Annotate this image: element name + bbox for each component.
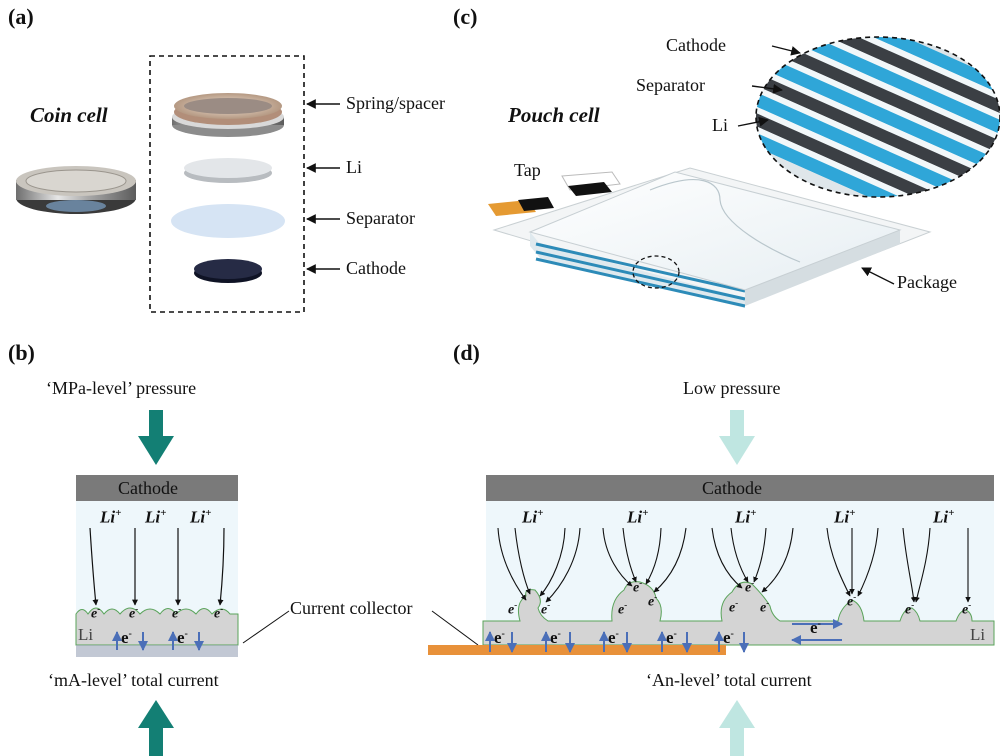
tap-label: Tap bbox=[514, 160, 541, 180]
b-collector-electron-2: e- bbox=[177, 628, 188, 647]
d-electron-3: e- bbox=[633, 578, 643, 596]
pouch-cell-title: Pouch cell bbox=[508, 103, 600, 127]
b-electron-3: e- bbox=[172, 604, 182, 622]
b-electron-2: e- bbox=[129, 604, 139, 622]
cathode-label: Cathode bbox=[346, 258, 406, 278]
d-collector-electron-1: e- bbox=[494, 628, 505, 647]
b-electron-1: e- bbox=[91, 604, 101, 622]
d-electron-4: e- bbox=[618, 600, 628, 618]
panel-label-c: (c) bbox=[453, 4, 478, 29]
zoom-ellipse bbox=[755, 36, 1000, 198]
d-lateral-electron: e- bbox=[810, 618, 821, 637]
b-current-label: ‘mA-level’ total current bbox=[48, 670, 219, 690]
d-electron-7: e- bbox=[729, 598, 739, 616]
d-current-arrow bbox=[719, 700, 755, 756]
separator-label: Separator bbox=[346, 208, 415, 228]
li-disk bbox=[184, 158, 272, 183]
panel-label-d: (d) bbox=[453, 340, 480, 365]
d-pressure-arrow bbox=[719, 410, 755, 465]
d-electron-10: e- bbox=[905, 600, 915, 618]
zoom-li-label: Li bbox=[712, 115, 728, 135]
b-electrolyte bbox=[76, 501, 238, 621]
d-collector-electron-2: e- bbox=[550, 628, 561, 647]
d-current-label: ‘An-level’ total current bbox=[646, 670, 812, 690]
b-cathode-bar bbox=[76, 475, 238, 501]
li-label: Li bbox=[346, 157, 362, 177]
d-electron-8: e- bbox=[760, 598, 770, 616]
b-cathode-label: Cathode bbox=[118, 478, 178, 498]
d-li-ion-3: Li+ bbox=[735, 507, 757, 527]
d-li-ion-4: Li+ bbox=[834, 507, 856, 527]
d-electron-1: e- bbox=[508, 600, 518, 618]
d-electron-11: e- bbox=[962, 600, 972, 618]
b-pressure-arrow bbox=[138, 410, 174, 465]
d-li-ion-5: Li+ bbox=[933, 507, 955, 527]
d-li-label: Li bbox=[970, 625, 986, 644]
d-electron-6: e- bbox=[745, 578, 755, 596]
d-electron-9: e- bbox=[847, 592, 857, 610]
current-collector-label: Current collector bbox=[290, 598, 413, 618]
package-arrow bbox=[861, 267, 895, 285]
b-li-label: Li bbox=[78, 625, 94, 644]
d-electron-arrows bbox=[485, 619, 843, 653]
d-pressure-label: Low pressure bbox=[683, 378, 781, 398]
b-electron-arrows bbox=[112, 631, 204, 651]
b-li-ion-1: Li+ bbox=[100, 507, 122, 527]
b-li-ion-2: Li+ bbox=[145, 507, 167, 527]
collector-leader-b bbox=[242, 610, 290, 644]
d-ion-arrows bbox=[497, 527, 971, 603]
spring-spacer-label: Spring/spacer bbox=[346, 93, 445, 113]
b-electron-4: e- bbox=[214, 604, 224, 622]
coin-cell-illustration bbox=[16, 166, 136, 214]
d-electron-2: e- bbox=[541, 600, 551, 618]
d-li-ion-2: Li+ bbox=[627, 507, 649, 527]
collector-leader-d bbox=[431, 610, 479, 646]
panel-label-b: (b) bbox=[8, 340, 35, 365]
d-collector-electron-4: e- bbox=[666, 628, 677, 647]
separator-disk bbox=[171, 204, 285, 238]
b-current-arrow bbox=[138, 700, 174, 756]
component-box bbox=[149, 55, 305, 313]
d-li-ion-1: Li+ bbox=[522, 507, 544, 527]
zoom-cathode-label: Cathode bbox=[666, 35, 726, 55]
d-collector-electron-5: e- bbox=[723, 628, 734, 647]
spring-spacer-disk bbox=[172, 93, 284, 137]
b-ion-arrows bbox=[89, 527, 225, 606]
zoom-separator-arrow bbox=[751, 83, 783, 94]
b-collector bbox=[76, 645, 238, 657]
d-collector bbox=[428, 645, 726, 655]
package-label: Package bbox=[897, 272, 957, 292]
b-collector-electron-1: e- bbox=[121, 628, 132, 647]
d-cathode-label: Cathode bbox=[702, 478, 762, 498]
zoom-separator-label: Separator bbox=[636, 75, 705, 95]
panel-label-a: (a) bbox=[8, 4, 34, 29]
d-collector-electron-3: e- bbox=[608, 628, 619, 647]
zoom-li-arrow bbox=[737, 116, 769, 127]
d-li-metal bbox=[482, 581, 995, 646]
b-pressure-label: ‘MPa-level’ pressure bbox=[46, 378, 197, 398]
b-li-ion-3: Li+ bbox=[190, 507, 212, 527]
coin-cell-title: Coin cell bbox=[30, 103, 108, 127]
d-electron-5: e- bbox=[648, 592, 658, 610]
cathode-disk bbox=[194, 259, 262, 283]
pouch-cell-illustration bbox=[488, 167, 932, 308]
d-cathode-bar bbox=[486, 475, 994, 501]
zoom-cathode-arrow bbox=[771, 45, 801, 56]
